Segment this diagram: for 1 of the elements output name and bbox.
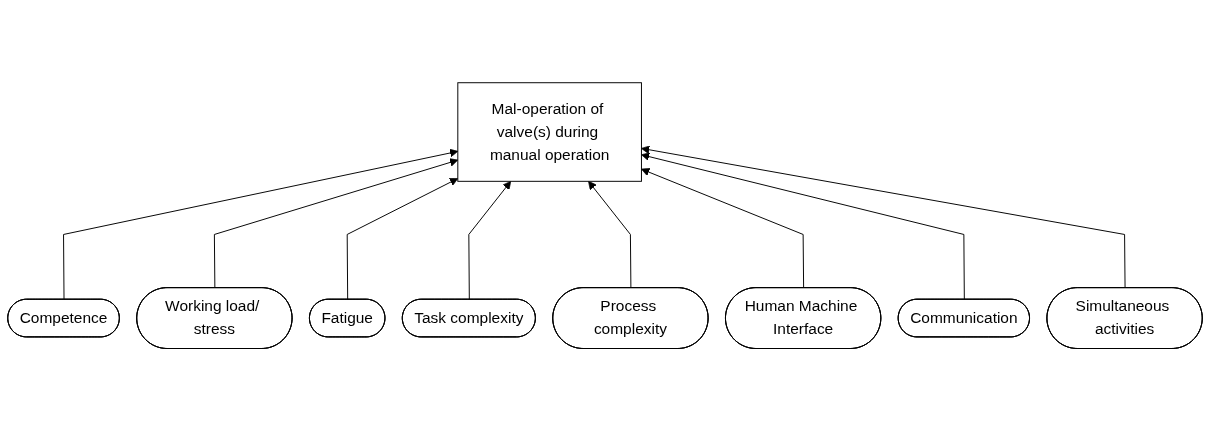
node-box: Mal-operation of valve(s) during manual operation [457,82,642,183]
